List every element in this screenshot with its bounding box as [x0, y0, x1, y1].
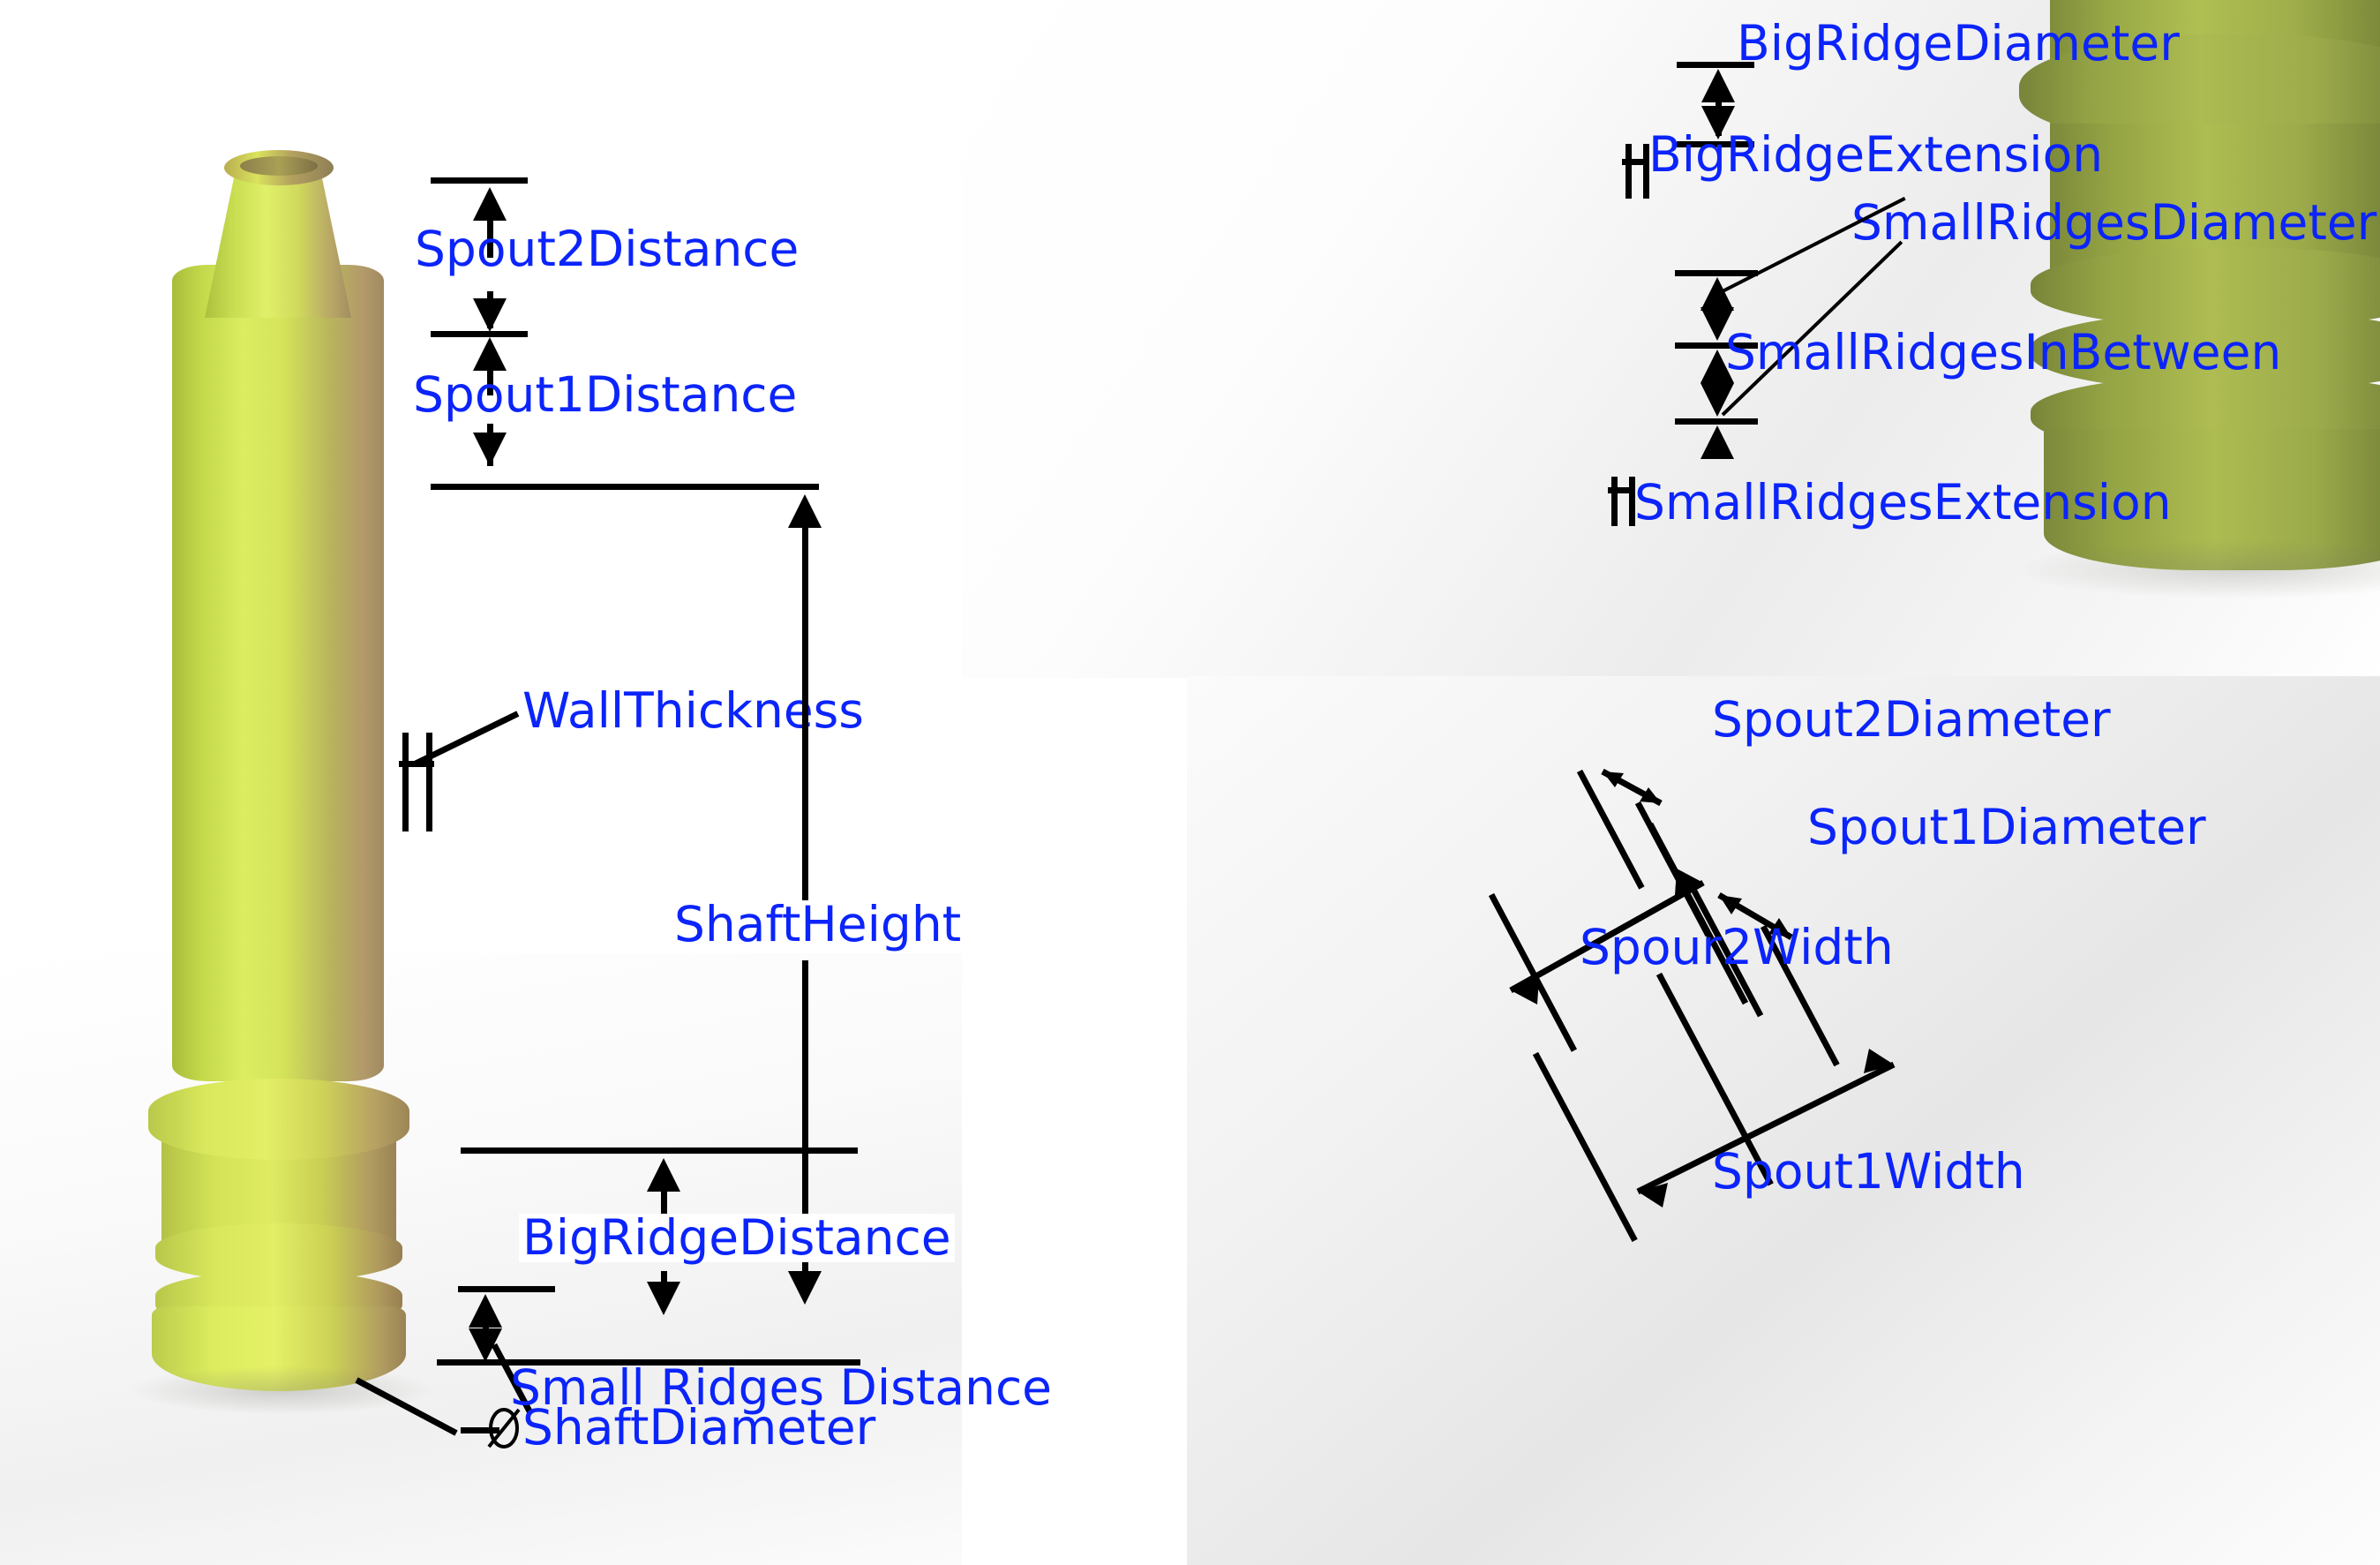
witness-line-spout2-top — [431, 177, 528, 184]
leader-shelf-shaft-diameter — [461, 1427, 499, 1433]
dim-label-spout1-diameter: Spout1Diameter — [1807, 799, 2206, 855]
ridge-body-3d — [2050, 124, 2380, 269]
dim-label-big-ridge-extension: BigRidgeExtension — [1648, 126, 2104, 183]
arrow-pair-spout1-width — [1636, 1049, 1896, 1208]
witness-line-big-ridge-top — [461, 1147, 858, 1154]
small-ridges-ext-tick-left — [1611, 477, 1618, 526]
ridge-base-3d — [2044, 429, 2380, 570]
witness-line-big-ridge-dia-bottom — [1677, 141, 1754, 147]
witness-line-big-ridge-dia-top — [1677, 62, 1754, 68]
dim-line-big-ridge-upper — [661, 1185, 667, 1227]
part-neck-3d — [205, 163, 351, 318]
part-shaft-3d — [172, 265, 384, 1081]
dim-line-shaft-height-lower — [802, 960, 808, 1296]
dim-label-shaft-height: ShaftHeight — [671, 900, 965, 949]
arrow-pair-spout2-diameter — [1601, 768, 1663, 807]
arrow-shaft-height-down — [788, 1271, 822, 1305]
witness-line-small-ridge-c — [1675, 418, 1758, 425]
wall-tick-outer — [426, 733, 432, 831]
dim-label-big-ridge-diameter: BigRidgeDiameter — [1737, 15, 2180, 71]
ridges-detail-view — [962, 0, 2380, 678]
small-ridges-ext-tick-right — [1629, 477, 1635, 526]
part-base-3d — [152, 1306, 406, 1391]
arrow-small-ridge-c-up — [1701, 425, 1734, 459]
wall-tick-inner — [402, 733, 409, 831]
witness-line-small-ridges-top — [458, 1286, 555, 1292]
witness-line-spout-shared — [431, 331, 528, 337]
dim-label-wall-thickness: WallThickness — [522, 682, 864, 739]
dim-label-small-ridges-distance: Small Ridges Distance — [510, 1359, 1053, 1416]
arrow-small-ridge-a-down — [1701, 307, 1734, 341]
big-ridge-ext-tick-left — [1625, 144, 1632, 199]
dim-label-spout2-width: Spour2Width — [1580, 919, 1894, 975]
witness-line-small-ridge-b — [1675, 342, 1758, 349]
dim-line-spout1 — [487, 360, 493, 395]
dim-label-spout1-width: Spout1Width — [1712, 1143, 2025, 1200]
witness-line-shaft-top — [431, 484, 819, 490]
diameter-symbol-icon — [487, 1408, 521, 1448]
dim-label-shaft-diameter: ShaftDiameter — [522, 1399, 876, 1456]
arrow-spout2-down — [473, 298, 507, 332]
arrow-big-ridge-dia-down — [1701, 106, 1735, 139]
witness-line-small-ridge-a — [1675, 270, 1758, 276]
dim-label-big-ridge-distance: BigRidgeDistance — [519, 1214, 955, 1262]
small-ridges-ext-tick-cross — [1608, 487, 1634, 493]
big-ridge-ext-tick-cross — [1622, 159, 1648, 165]
part-contact-shadow — [132, 1366, 432, 1414]
arrow-spout1-down — [473, 433, 507, 466]
part-spout-opening-3d — [240, 156, 318, 176]
dim-label-small-ridges-diameter: SmallRidgesDiameter — [1851, 194, 2377, 251]
arrow-pair-spout1-diameter — [1717, 892, 1793, 941]
ridge-contact-shadow — [2017, 540, 2380, 598]
dim-label-spout2-diameter: Spout2Diameter — [1712, 691, 2111, 748]
dim-label-small-ridges-inbetween: SmallRidgesInBetween — [1725, 324, 2282, 380]
dim-label-spout1-distance: Spout1Distance — [413, 366, 798, 423]
dim-label-spout2-distance: Spout2Distance — [415, 221, 800, 277]
part-big-ridge-3d — [148, 1079, 409, 1160]
arrow-big-ridge-down — [647, 1282, 680, 1315]
dim-line-shaft-height-upper — [802, 521, 808, 900]
arrow-small-ridge-b-down — [1701, 383, 1734, 417]
dim-line-spout2 — [487, 212, 493, 258]
dim-label-small-ridges-extension: SmallRidgesExtension — [1634, 474, 2172, 530]
arrow-pair-spout2-width — [1509, 869, 1705, 1004]
big-ridge-ext-tick-right — [1643, 144, 1649, 199]
witness-line-small-ridges-bottom — [437, 1359, 860, 1366]
